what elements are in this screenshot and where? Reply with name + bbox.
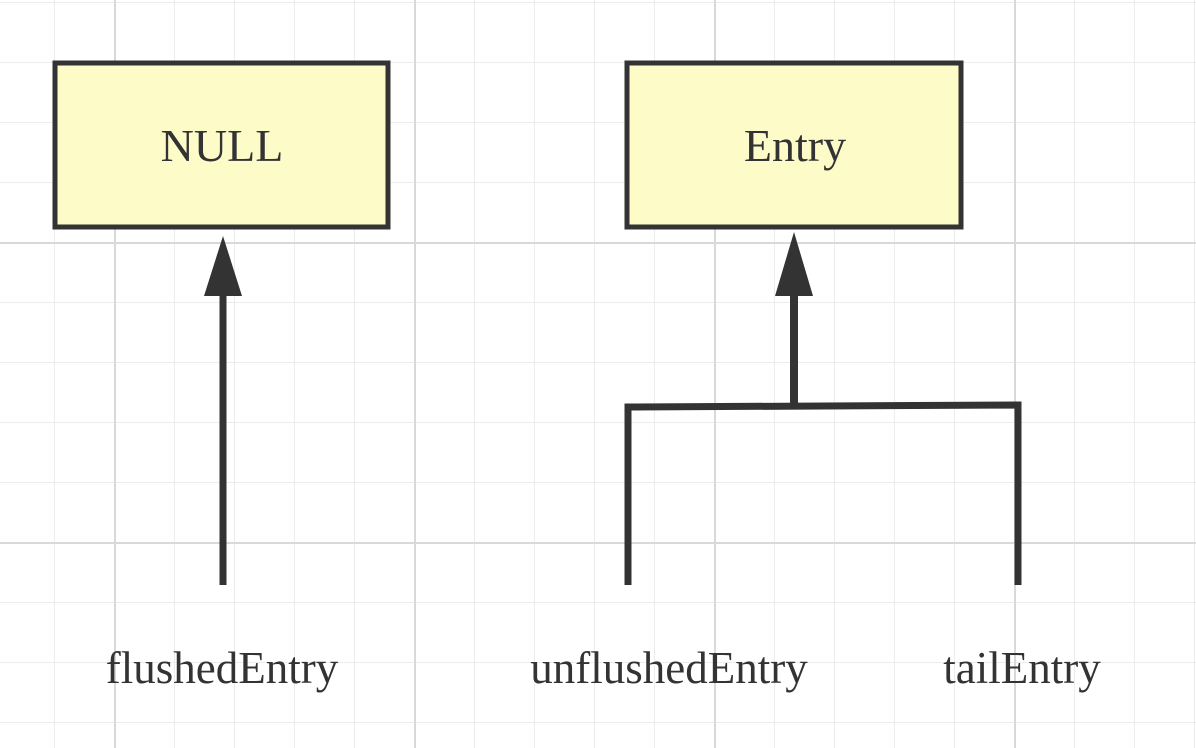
null-node[interactable]: NULL [52,60,391,230]
entry-node-label: Entry [744,120,846,171]
unflushed-entry-label: unflushedEntry [530,643,808,693]
flushed-entry-arrowhead [204,236,242,296]
entry-connector [624,232,1022,585]
entry-node[interactable]: Entry [624,60,964,230]
entry-node-box [624,60,964,230]
flushed-entry-label: flushedEntry [106,643,339,693]
flushed-entry-arrow [204,236,242,585]
entry-arrowhead [775,232,813,296]
tail-entry-label: tailEntry [943,643,1101,693]
entry-connector-bracket [624,401,1022,585]
null-node-box [52,60,391,230]
null-node-label: NULL [161,120,284,171]
